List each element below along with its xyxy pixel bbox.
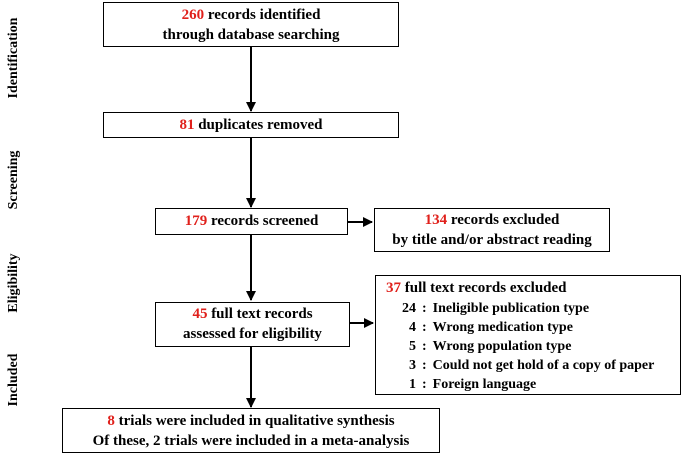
full-text-count: 45	[192, 306, 208, 322]
duplicates-count: 81	[179, 117, 195, 133]
records-excluded-line1: 134 records excluded	[424, 212, 560, 228]
records-excluded-box: 134 records excluded by title and/or abs…	[374, 208, 610, 252]
duplicates-text: duplicates removed	[194, 117, 323, 133]
records-identified-count: 260	[181, 7, 205, 23]
exclusion-reason: 5:Wrong population type	[409, 339, 572, 354]
exclusion-reason: 3:Could not get hold of a copy of paper	[409, 358, 655, 373]
full-text-line2: assessed for eligibility	[183, 326, 322, 342]
included-count: 8	[107, 413, 115, 429]
included-line1: 8 trials were included in qualitative sy…	[107, 413, 395, 429]
screened-count: 179	[184, 213, 208, 229]
exclusion-reason: 4:Wrong medication type	[409, 320, 573, 335]
included-line2: Of these, 2 trials were included in a me…	[92, 433, 410, 449]
excluded-abstract-count: 134	[424, 212, 448, 228]
full-text-excluded-header: 37 full text records excluded	[386, 280, 567, 296]
screened-text: records screened	[207, 213, 319, 229]
records-identified-line1: 260 records identified	[181, 7, 321, 23]
records-excluded-line2: by title and/or abstract reading	[392, 232, 592, 248]
exclusion-reason: 1:Foreign language	[409, 377, 537, 392]
full-text-excluded-count: 37	[386, 280, 401, 296]
exclusion-reason: 24:Ineligible publication type	[402, 301, 590, 316]
records-identified-line2: through database searching	[162, 27, 340, 43]
records-identified-box: 260 records identified through database …	[103, 2, 399, 47]
full-text-excluded-box: 37 full text records excluded 24:Ineligi…	[375, 275, 681, 395]
records-screened-box: 179 records screened	[155, 208, 348, 235]
duplicates-removed-box: 81 duplicates removed	[103, 112, 399, 138]
full-text-line1: 45 full text records	[192, 306, 313, 322]
included-box: 8 trials were included in qualitative sy…	[62, 408, 440, 453]
full-text-assessed-box: 45 full text records assessed for eligib…	[155, 302, 350, 347]
